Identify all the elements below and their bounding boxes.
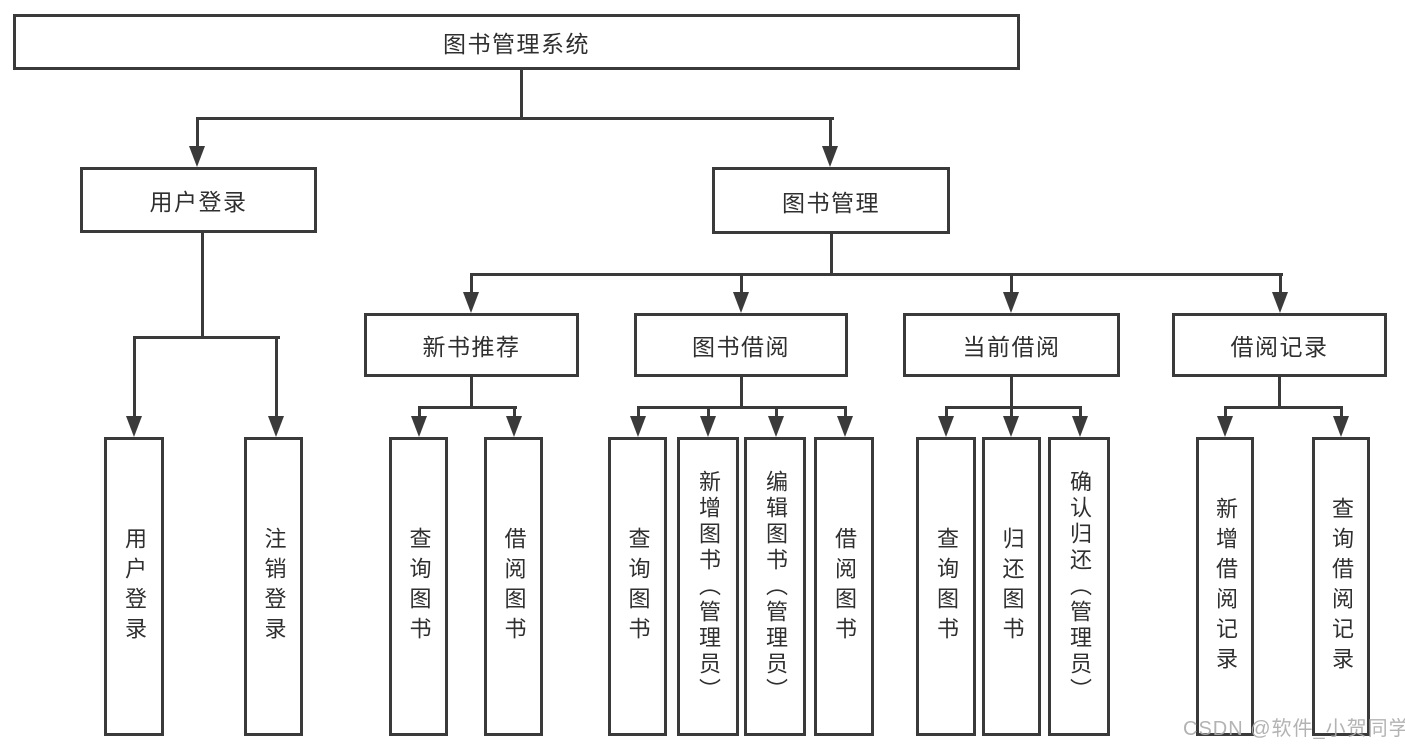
arrow-down (1072, 416, 1088, 437)
arrow-down (837, 416, 853, 437)
leaf-borrow-edit-book-admin: 编辑图书（管理员） (744, 437, 806, 736)
leaf-records-add-record: 新增借阅记录 (1196, 437, 1254, 736)
connector-line (944, 407, 948, 421)
node-current-borrow: 当前借阅 (903, 313, 1120, 377)
leaf-label: 编辑图书（管理员） (763, 469, 788, 704)
leaf-label: 确认归还（管理员） (1067, 469, 1092, 704)
arrow-down (630, 416, 646, 437)
arrow-down (733, 292, 749, 313)
leaf-recommend-query-book: 查询图书 (389, 437, 448, 736)
connector-line (739, 375, 743, 409)
connector-line (519, 69, 523, 119)
connector-line (843, 407, 847, 421)
connector-line (469, 274, 473, 297)
leaf-current-confirm-return-admin: 确认归还（管理员） (1048, 437, 1110, 736)
connector-line (636, 407, 640, 421)
connector-line (132, 337, 136, 421)
connector-line (195, 118, 199, 150)
leaf-label: 新增借阅记录 (1213, 496, 1238, 677)
connector-line (636, 405, 847, 409)
connector-line (828, 118, 832, 150)
leaf-label: 查询图书 (406, 526, 432, 647)
connector-line (829, 231, 833, 276)
node-label: 图书管理 (782, 189, 880, 216)
leaf-label: 借阅图书 (501, 526, 527, 647)
leaf-current-return-book: 归还图书 (982, 437, 1041, 736)
arrow-down (822, 146, 838, 167)
leaf-label: 新增图书（管理员） (696, 469, 721, 704)
arrow-down (938, 416, 954, 437)
leaf-borrow-add-book-admin: 新增图书（管理员） (677, 437, 739, 736)
node-user-login: 用户登录 (80, 167, 317, 233)
node-label: 用户登录 (149, 189, 248, 215)
connector-line (1009, 407, 1013, 421)
arrow-down (1003, 292, 1019, 313)
arrow-down (126, 416, 142, 437)
arrow-down (411, 416, 427, 437)
connector-line (200, 230, 204, 338)
arrow-down (768, 416, 784, 437)
arrow-down (1217, 416, 1233, 437)
arrow-down (506, 416, 522, 437)
leaf-logout: 注销登录 (244, 437, 303, 736)
node-book-management: 图书管理 (712, 167, 950, 234)
node-label: 当前借阅 (962, 334, 1061, 360)
connector-line (1278, 274, 1282, 297)
leaf-borrow-query-book: 查询图书 (608, 437, 667, 736)
connector-line (774, 407, 778, 421)
connector-line (739, 274, 743, 297)
connector-line (417, 405, 517, 409)
leaf-label: 查询图书 (934, 526, 959, 647)
arrow-down (1272, 292, 1288, 313)
leaf-records-query-record: 查询借阅记录 (1312, 437, 1370, 736)
node-new-book-recommend: 新书推荐 (364, 313, 579, 377)
node-book-borrow: 图书借阅 (634, 313, 848, 377)
arrow-down (268, 416, 284, 437)
node-label: 图书借阅 (692, 334, 790, 360)
leaf-label: 归还图书 (999, 526, 1025, 647)
connector-line (1277, 375, 1281, 409)
node-borrow-records: 借阅记录 (1172, 313, 1387, 377)
arrow-down (463, 292, 479, 313)
leaf-recommend-borrow-book: 借阅图书 (484, 437, 543, 736)
connector-line (706, 407, 710, 421)
root-node-label: 图书管理系统 (443, 31, 590, 57)
arrow-down (1003, 416, 1019, 437)
connector-line (195, 117, 834, 120)
connector-line (469, 375, 473, 409)
arrow-down (189, 146, 205, 167)
connector-line (1009, 375, 1013, 409)
connector-line (274, 337, 278, 421)
leaf-label: 用户登录 (122, 526, 147, 647)
leaf-current-query-book: 查询图书 (916, 437, 976, 736)
arrow-down (700, 416, 716, 437)
leaf-label: 查询图书 (625, 526, 651, 647)
leaf-label: 查询借阅记录 (1329, 496, 1354, 677)
connector-line (1078, 407, 1082, 421)
connector-line (512, 407, 516, 421)
leaf-label: 注销登录 (261, 526, 287, 647)
connector-line (1223, 407, 1227, 421)
node-label: 新书推荐 (422, 334, 521, 360)
csdn-watermark: CSDN @软件_小贺同学 (1183, 718, 1405, 740)
connector-line (1339, 407, 1343, 421)
connector-line (944, 405, 1082, 409)
arrow-down (1333, 416, 1349, 437)
connector-line (417, 407, 421, 421)
leaf-borrow-borrow-book: 借阅图书 (814, 437, 874, 736)
connector-line (132, 335, 280, 339)
leaf-user-login: 用户登录 (104, 437, 164, 736)
connector-line (469, 272, 1283, 276)
connector-line (1009, 274, 1013, 297)
connector-line (1223, 405, 1343, 409)
node-label: 借阅记录 (1230, 334, 1329, 360)
root-node-library-system: 图书管理系统 (13, 14, 1020, 70)
leaf-label: 借阅图书 (832, 526, 857, 647)
